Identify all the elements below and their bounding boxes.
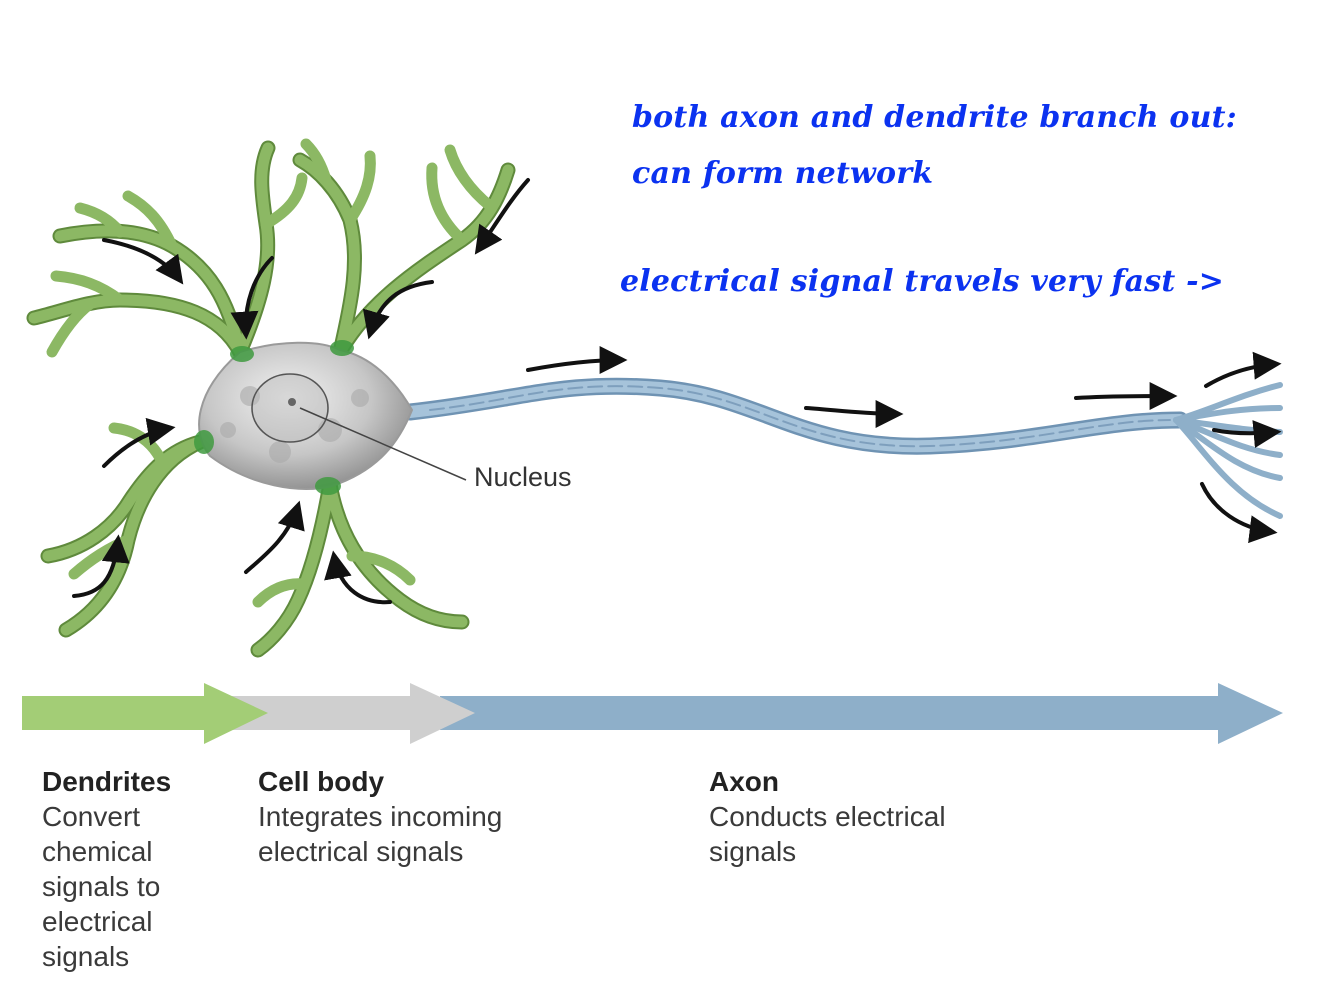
nucleus-pointer-line xyxy=(299,407,467,481)
dendrites-arrow xyxy=(22,683,268,744)
axon-description: Conducts electrical signals xyxy=(709,801,946,867)
cell-body-arrow xyxy=(232,683,475,744)
nucleus-label: Nucleus xyxy=(474,462,572,492)
cell-body-title: Cell body xyxy=(258,766,385,797)
axon-section: Axon Conducts electrical signals xyxy=(709,764,946,869)
axon xyxy=(401,377,1283,519)
axon-terminals xyxy=(1173,382,1283,519)
dendrites-section: Dendrites Convert chemical signals to el… xyxy=(42,764,171,974)
axon-title: Axon xyxy=(709,766,779,797)
axon-arrow xyxy=(440,683,1283,744)
cell-body-section: Cell body Integrates incoming electrical… xyxy=(258,764,502,869)
dendrites-title: Dendrites xyxy=(42,766,172,797)
synapse-points xyxy=(194,340,354,495)
annotation-branching: both axon and dendrite branch out: xyxy=(632,100,1237,135)
annotation-network: can form network xyxy=(632,156,934,191)
cell-body xyxy=(194,340,414,495)
dendrites-description: Convert chemical signals to electrical s… xyxy=(42,801,161,972)
annotation-signal-speed: electrical signal travels very fast -> xyxy=(620,264,1225,299)
section-arrows xyxy=(22,683,1283,744)
cell-body-description: Integrates incoming electrical signals xyxy=(258,801,503,867)
nucleus xyxy=(251,373,329,443)
signal-arrows xyxy=(72,178,1282,605)
